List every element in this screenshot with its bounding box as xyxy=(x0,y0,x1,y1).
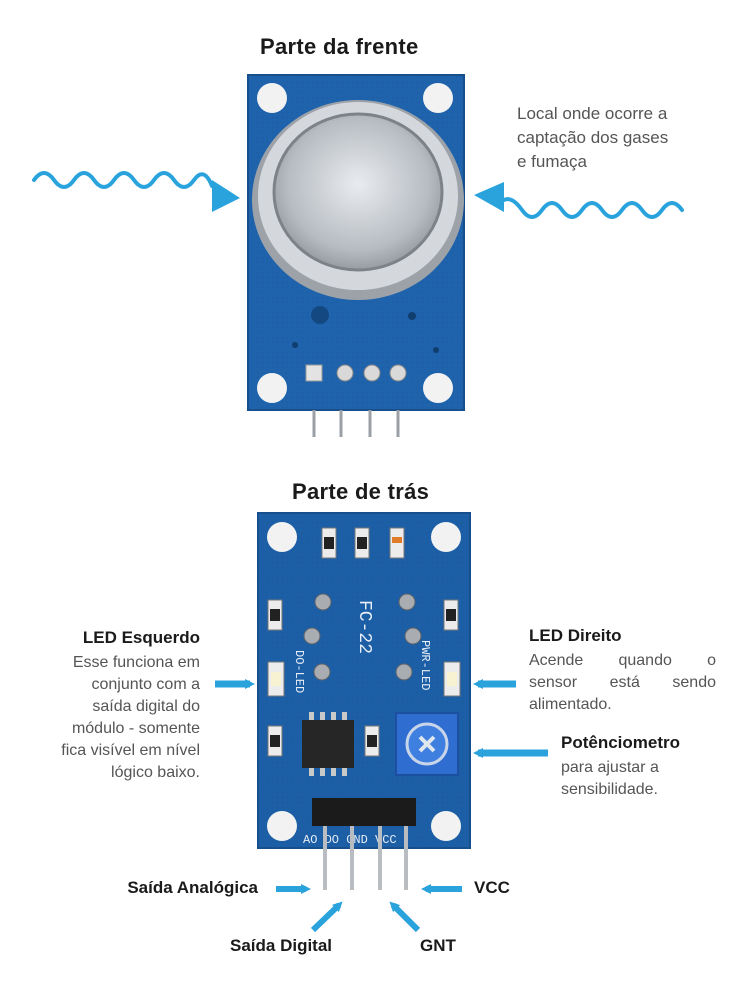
led-left-line: módulo - somente xyxy=(71,720,200,737)
front-title: Parte da frente xyxy=(260,34,419,59)
front-note: Local onde ocorre a captação dos gases e… xyxy=(517,102,668,174)
led-left-line: lógico baixo. xyxy=(111,764,200,781)
led-left-line: fica visível em nível xyxy=(61,742,200,759)
pin-digital-label: Saída Digital xyxy=(230,936,333,955)
led-right-line: Acende quando o xyxy=(529,652,716,669)
silk-left: DO-LED xyxy=(292,650,306,693)
front-board xyxy=(247,74,465,437)
left-led xyxy=(267,661,285,697)
potentiometer xyxy=(395,712,459,776)
pin-gnd-label: GNT xyxy=(420,936,456,955)
led-left-title: LED Esquerdo xyxy=(82,628,200,647)
comparator-ic xyxy=(302,712,354,776)
front-note-line: e fumaça xyxy=(517,152,587,171)
right-led xyxy=(443,661,461,697)
pin-silk: AO DO GND VCC xyxy=(303,833,397,847)
front-note-line: captação dos gases xyxy=(517,128,669,147)
pot-line: para ajustar a xyxy=(561,759,659,776)
back-board: FC-22 DO-LED PWR-LED AO DO GND VCC xyxy=(257,512,471,890)
pin-vcc-label: VCC xyxy=(474,878,510,897)
front-note-line: Local onde ocorre a xyxy=(517,104,668,123)
board-label: FC-22 xyxy=(354,600,374,654)
led-left-line: conjunto com a xyxy=(91,676,200,693)
digital-arrow xyxy=(310,901,343,933)
pot-line: sensibilidade. xyxy=(561,781,658,798)
led-right-line: alimentado. xyxy=(529,696,612,713)
gnd-arrow xyxy=(389,901,421,933)
gas-sensor xyxy=(252,100,464,300)
gas-wave-right-arrow xyxy=(502,197,684,219)
led-left-desc: Esse funciona em conjunto com a saída di… xyxy=(10,652,200,784)
pot-desc: para ajustar a sensibilidade. xyxy=(561,757,659,801)
led-right-desc: Acende quando o sensor está sendo alimen… xyxy=(529,650,716,716)
led-right-line: sensor está sendo xyxy=(529,674,716,691)
led-left-line: saída digital do xyxy=(92,698,200,715)
gas-wave-left-arrow xyxy=(32,171,214,189)
pin-analog-label: Saída Analógica xyxy=(127,878,258,897)
pot-title: Potênciometro xyxy=(561,733,681,752)
led-left-line: Esse funciona em xyxy=(72,654,200,671)
back-title: Parte de trás xyxy=(292,479,430,504)
led-right-title: LED Direito xyxy=(529,626,622,645)
silk-right: PWR-LED xyxy=(418,640,432,690)
